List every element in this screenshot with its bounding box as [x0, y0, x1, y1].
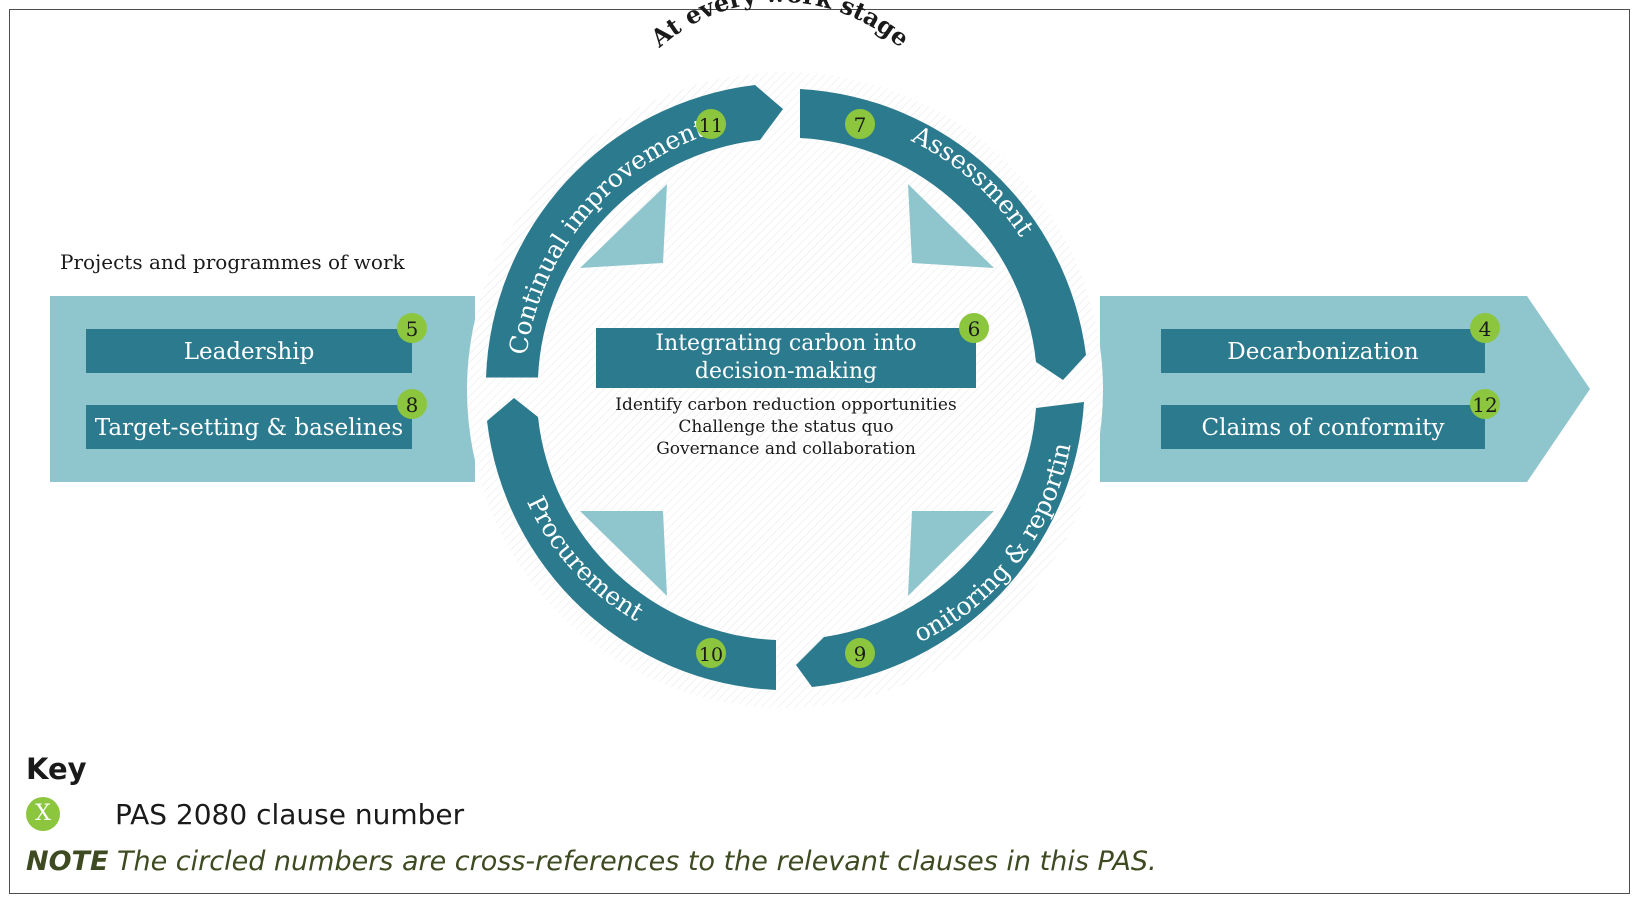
arc-monitoring-reporting [796, 402, 1084, 687]
arc-procurement [487, 398, 776, 690]
svg-text:8: 8 [406, 393, 419, 417]
clause-badge-12: 12 [1470, 389, 1500, 419]
svg-text:7: 7 [854, 113, 867, 137]
svg-text:11: 11 [699, 115, 723, 137]
svg-text:9: 9 [854, 642, 867, 666]
clause-badge-9: 9 [845, 638, 875, 668]
decarbonization-label: Decarbonization [1227, 339, 1419, 365]
svg-text:12: 12 [1472, 393, 1497, 417]
note-text: The circled numbers are cross-references… [108, 846, 1157, 877]
inner-triangle-bottom-right [908, 511, 994, 596]
clause-badge-11: 11 [696, 109, 726, 139]
center-title-line2: decision-making [695, 359, 877, 384]
svg-text:10: 10 [699, 644, 723, 666]
decarbonization-box [1161, 329, 1485, 373]
inner-triangle-top-right [908, 184, 994, 268]
inner-triangle-top-left [580, 184, 667, 268]
clause-badge-4: 4 [1470, 313, 1500, 343]
leadership-label: Leadership [184, 339, 315, 365]
center-box [596, 328, 976, 388]
clause-badge-10: 10 [696, 638, 726, 668]
svg-text:4: 4 [1479, 317, 1492, 341]
claims-of-conformity-box [1161, 405, 1485, 449]
clause-badge-5: 5 [397, 313, 427, 343]
claims-of-conformity-label: Claims of conformity [1202, 415, 1445, 441]
center-title-line1: Integrating carbon into [655, 331, 916, 356]
arc-continual-improvement [486, 85, 783, 378]
leadership-box [86, 329, 412, 373]
center-item: Identify carbon reduction opportunities [615, 395, 956, 415]
key-title: Key [26, 752, 87, 786]
target-setting-box [86, 405, 412, 449]
right-arrow-band [1100, 296, 1590, 482]
clause-badge-6: 6 [959, 313, 989, 343]
center-item: Challenge the status quo [678, 417, 893, 437]
left-caption: Projects and programmes of work [60, 250, 406, 274]
center-item: Governance and collaboration [656, 439, 916, 459]
svg-text:6: 6 [968, 317, 981, 341]
cycle-background [467, 72, 1103, 708]
top-label-every-work-stage: At every work stage [644, 0, 915, 53]
inner-triangle-bottom-left [580, 511, 667, 596]
key-label: PAS 2080 clause number [115, 798, 465, 831]
clause-marker-icon: X [26, 797, 60, 831]
target-setting-label: Target-setting & baselines [95, 415, 403, 441]
clause-badge-8: 8 [397, 389, 427, 419]
note: NOTE The circled numbers are cross-refer… [26, 846, 1157, 877]
note-lead: NOTE [26, 846, 109, 877]
arc-assessment [800, 89, 1086, 380]
svg-text:5: 5 [406, 317, 419, 341]
clause-badge-7: 7 [845, 109, 875, 139]
